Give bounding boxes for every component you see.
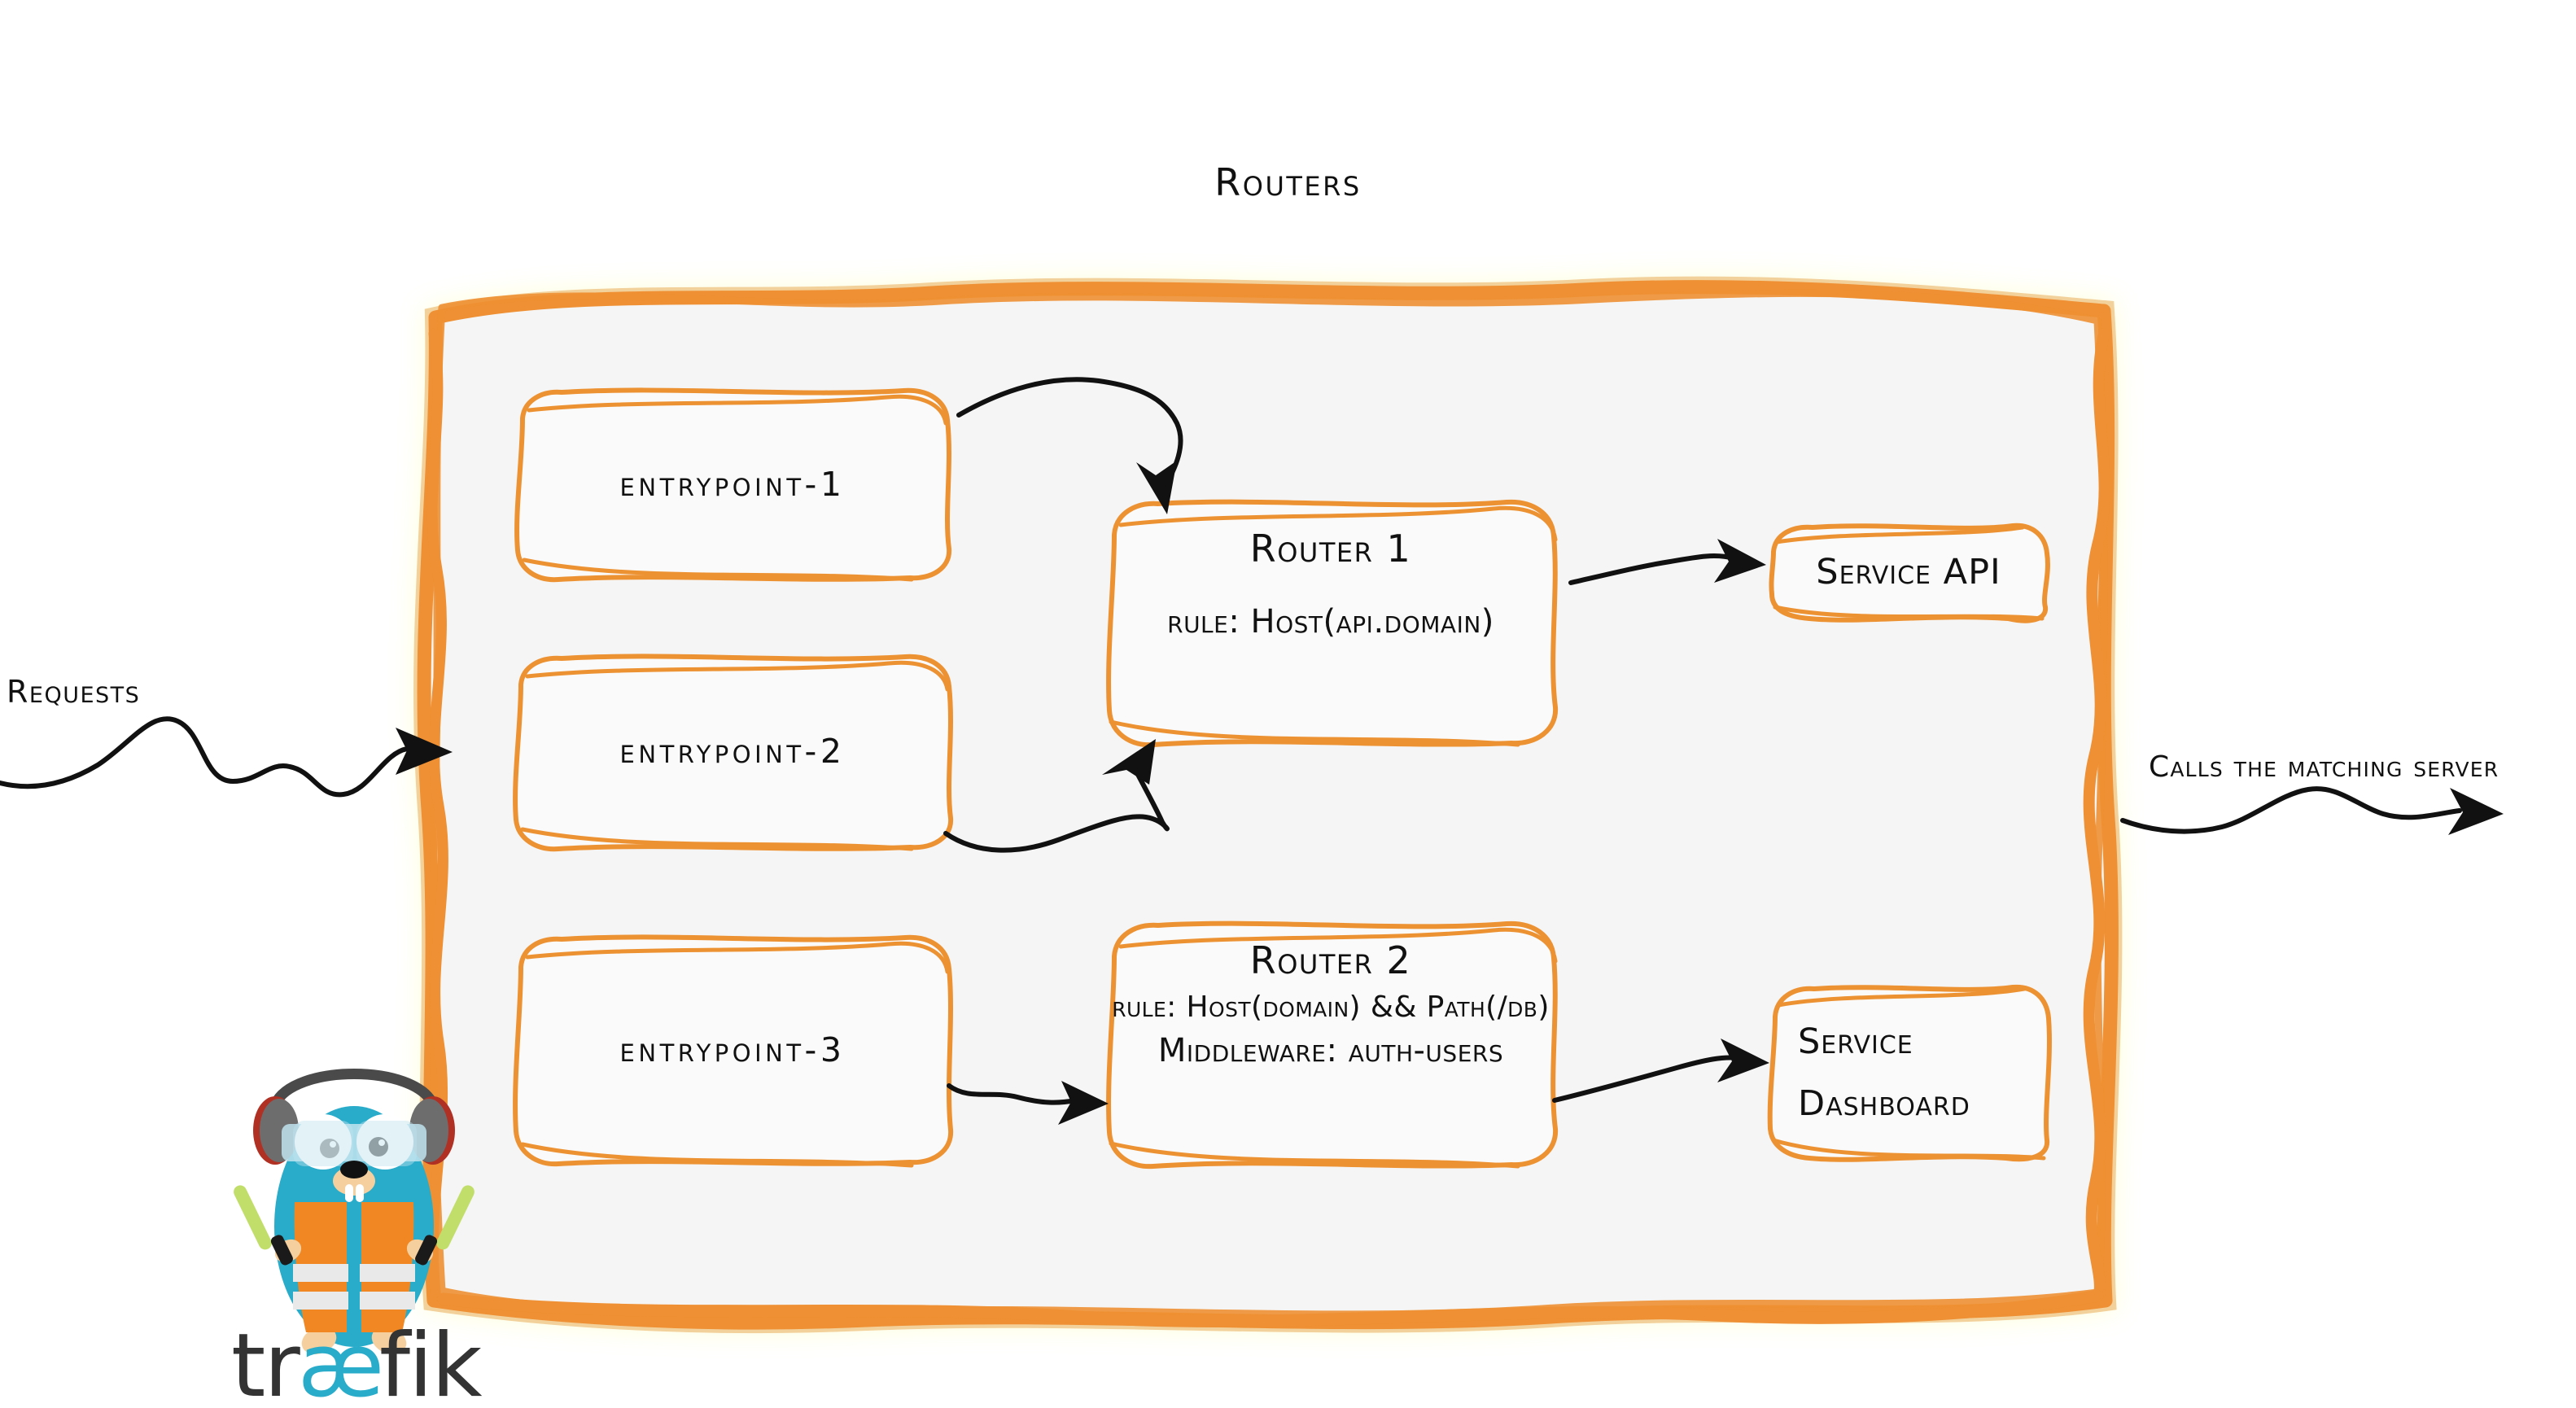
page-title: Routers	[1214, 160, 1362, 204]
entrypoint-1-border	[514, 387, 952, 583]
entrypoint-3-box[interactable]: entrypoint-3	[505, 928, 960, 1172]
service-dashboard-box[interactable]: Service Dashboard	[1762, 981, 2055, 1164]
router-1-box[interactable]: Router 1 rule: Host(api.domain)	[1095, 492, 1567, 753]
router-1-border	[1106, 499, 1559, 748]
calls-matching-server-label: Calls the matching server	[2149, 750, 2499, 784]
wordmark-ligature: æ	[298, 1315, 383, 1408]
service-api-border	[1769, 523, 2050, 623]
traefik-gopher-icon	[234, 1069, 475, 1354]
service-dashboard-border	[1767, 984, 2052, 1162]
entrypoint-1-box[interactable]: entrypoint-1	[505, 383, 960, 586]
requests-label: Requests	[7, 674, 141, 710]
router-2-box[interactable]: Router 2 rule: Host(domain) && Path(/db)…	[1095, 916, 1567, 1176]
arrow-panel-to-outside	[2120, 786, 2504, 835]
traefik-logo: tr æ fik	[228, 1030, 484, 1408]
entrypoint-3-border	[513, 934, 954, 1168]
entrypoint-2-border	[513, 654, 954, 852]
arrow-requests-to-panel	[0, 716, 453, 798]
router-2-border	[1106, 920, 1559, 1170]
wordmark-part2: fik	[379, 1315, 483, 1408]
service-api-box[interactable]: Service API	[1762, 521, 2055, 623]
entrypoint-2-box[interactable]: entrypoint-2	[505, 647, 960, 855]
traefik-wordmark: tr æ fik	[231, 1315, 484, 1408]
wordmark-part1: tr	[231, 1315, 300, 1408]
